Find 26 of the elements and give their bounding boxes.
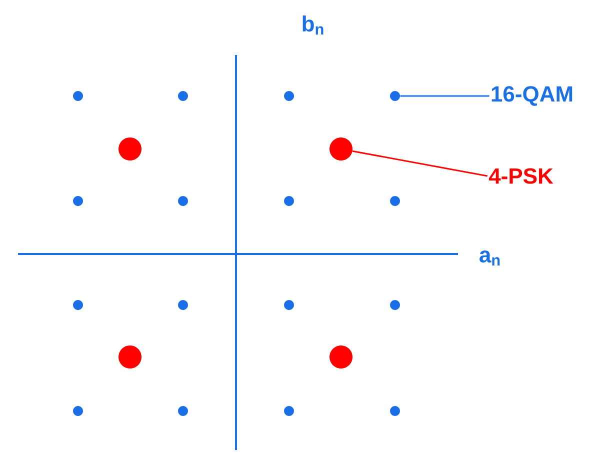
constellation-dot xyxy=(73,196,83,206)
constellation-dot xyxy=(178,406,188,416)
legend-label: 4-PSK xyxy=(488,168,554,184)
constellation-dot xyxy=(284,300,294,310)
leader-line xyxy=(400,95,490,97)
constellation-dot xyxy=(118,346,142,368)
constellation-dot xyxy=(330,346,352,368)
constellation-dot xyxy=(284,196,294,206)
constellation-dot xyxy=(390,196,400,206)
constellation-dot xyxy=(118,138,142,160)
constellation-dot xyxy=(73,406,83,416)
constellation-dot xyxy=(73,91,83,101)
legend-label: 16-QAM xyxy=(492,86,572,106)
constellation-dot xyxy=(73,300,83,310)
constellation-dot xyxy=(390,406,400,416)
constellation-dot xyxy=(284,406,294,416)
axis-label: b$_{n}$ xyxy=(302,15,324,35)
constellation-dot xyxy=(390,300,400,310)
constellation-dot xyxy=(390,91,400,101)
leader-line xyxy=(352,150,488,177)
constellation-dot xyxy=(178,196,188,206)
constellation-dot xyxy=(178,91,188,101)
constellation-dot xyxy=(178,300,188,310)
constellation-dot xyxy=(330,138,352,160)
constellation-dot xyxy=(284,91,294,101)
axis-label: a$_{n}$ xyxy=(480,250,500,266)
